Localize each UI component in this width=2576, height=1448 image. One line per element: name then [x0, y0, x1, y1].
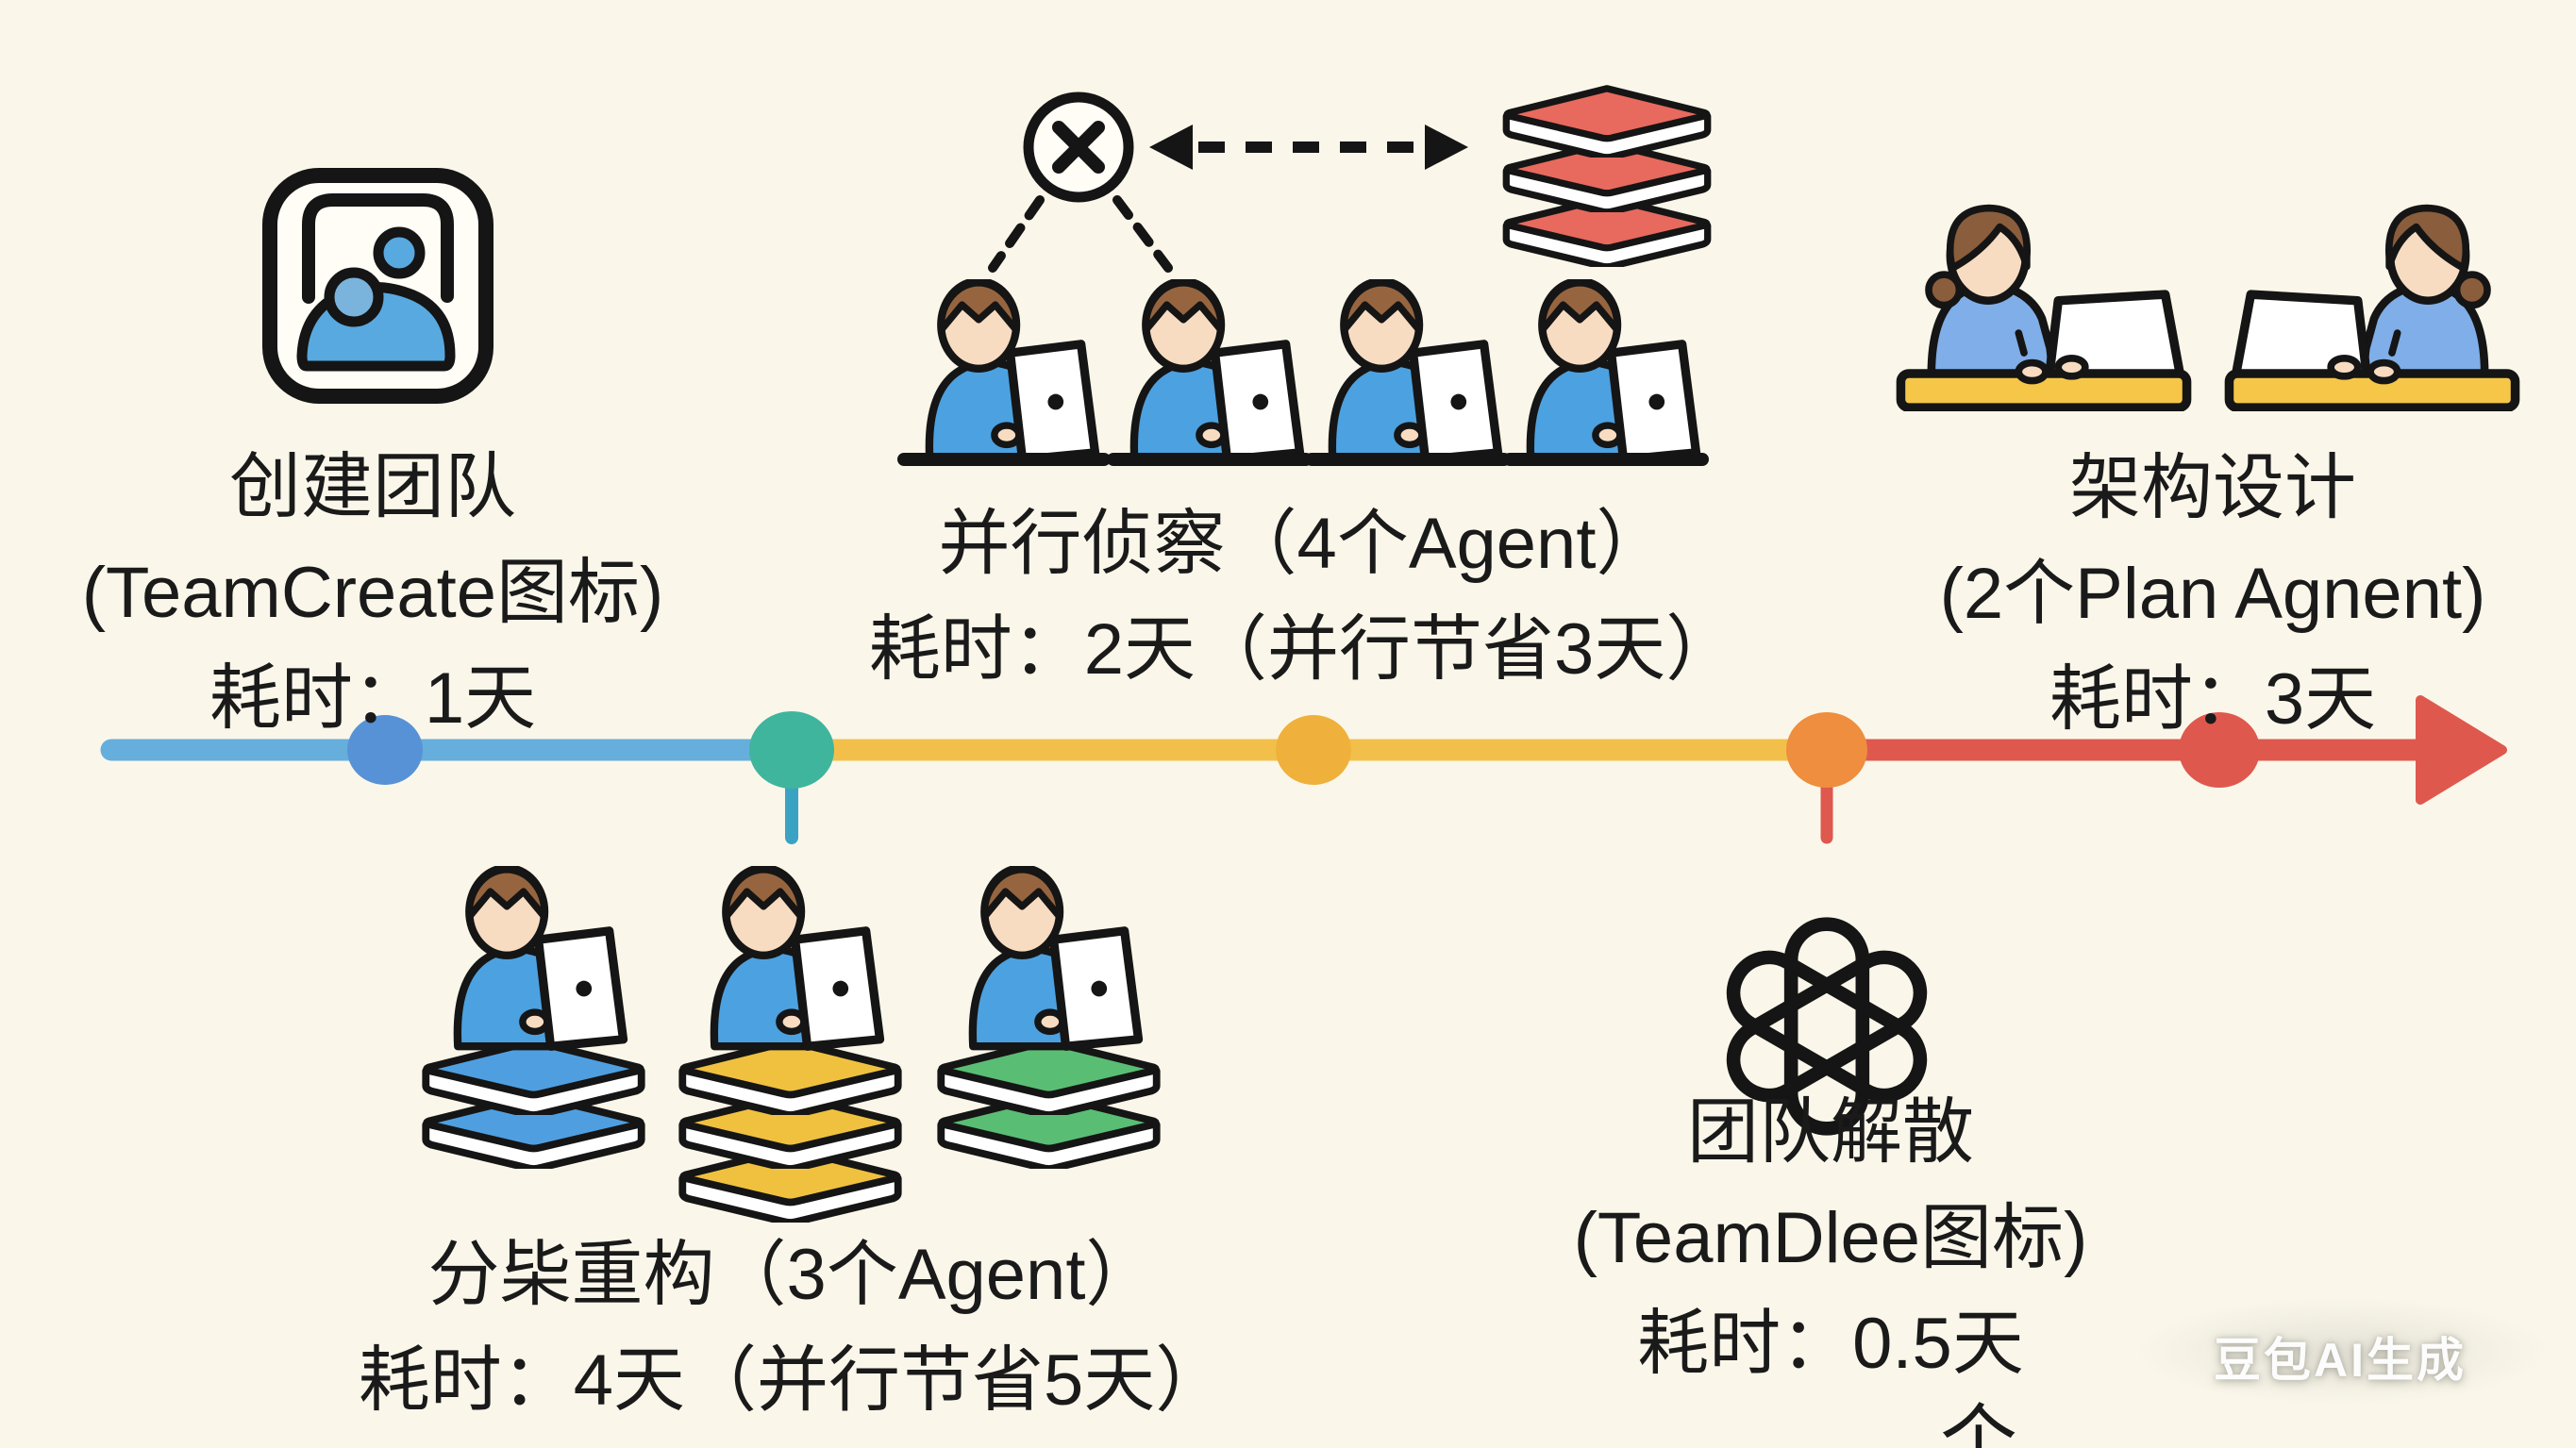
- stage-team-disband-label: 团队解散 (TeamDlee图标) 耗时：0.5天: [1574, 1080, 2088, 1397]
- timeline-dot-team-disband: [1786, 712, 1867, 788]
- x-mark: [1052, 121, 1105, 174]
- stage-duration: 耗时：3天: [2049, 659, 2377, 740]
- agent-figure: [1531, 281, 1697, 459]
- agent-figure: [714, 868, 880, 1046]
- agent-figure: [973, 868, 1139, 1046]
- four-agents-at-laptops: [897, 281, 1709, 466]
- stage-subtitle: (TeamDlee图标): [1573, 1198, 2088, 1278]
- stage-duration: 耗时：0.5天: [1637, 1304, 2024, 1384]
- plan-agent-figure: [1900, 208, 2186, 408]
- agent-figure: [458, 868, 624, 1046]
- three-agents-on-colored-stacks: [426, 868, 1156, 1223]
- branch-stack-yellow: [682, 1041, 897, 1223]
- stage-title: 架构设计: [2068, 448, 2356, 528]
- stage-title: 团队解散: [1686, 1092, 1974, 1173]
- branch-stack-blue: [426, 1041, 641, 1169]
- dashed-delegation-lines: [988, 195, 1173, 273]
- timeline-dot-architecture: [2179, 712, 2260, 788]
- stage-branch-refactor-label: 分枈重构（3个Agent） 耗时：4天（并行节省5天）: [359, 1223, 1228, 1434]
- timeline-arrowhead: [2416, 695, 2507, 805]
- stage-parallel-recon-label: 并行侦察（4个Agent） 耗时：2天（并行节省3天）: [869, 491, 1738, 703]
- stage-subtitle: (TeamCreate图标): [81, 553, 664, 633]
- stage-title: 并行侦察（4个Agent）: [938, 504, 1668, 584]
- stray-partial-glyph: 个: [1939, 1398, 2018, 1448]
- stage-duration: 耗时：4天（并行节省5天）: [358, 1340, 1228, 1421]
- stage-duration: 耗时：2天（并行节省3天）: [868, 609, 1738, 690]
- agent-figure: [929, 281, 1096, 459]
- arrowhead-right: [1425, 125, 1468, 170]
- timeline: [100, 695, 2507, 844]
- stage-create-team-label: 创建团队 (TeamCreate图标) 耗时：1天: [82, 435, 664, 752]
- stage-title: 创建团队: [228, 447, 516, 527]
- crossed-circle-icon: [1023, 92, 1134, 203]
- timeline-dot-parallel-recon: [1276, 715, 1351, 785]
- watermark-backdrop: [2134, 1297, 2550, 1406]
- stage-duration: 耗时：1天: [209, 658, 537, 739]
- team-create-photo-icon: [270, 175, 486, 396]
- agent-figure: [1332, 281, 1498, 459]
- agent-figure: [1134, 281, 1300, 459]
- plan-agent-figure-mirrored: [2229, 208, 2515, 408]
- branch-stack-green: [941, 1041, 1156, 1169]
- stage-architecture-label: 架构设计 (2个Plan Agnent) 耗时：3天: [1940, 436, 2486, 753]
- stage-subtitle: (2个Plan Agnent): [1939, 554, 2486, 634]
- database-stack-icon: [1506, 89, 1707, 267]
- timeline-dot-create-team: [347, 715, 423, 785]
- timeline-dot-branch-refactor: [749, 711, 834, 789]
- arrowhead-left: [1149, 125, 1193, 170]
- stage-title: 分枈重构（3个Agent）: [427, 1235, 1158, 1315]
- dashed-sync-arrow: [1149, 125, 1468, 170]
- ai-generated-watermark: 豆包AI生成: [2214, 1334, 2467, 1387]
- two-plan-agents-at-desks: [1900, 208, 2515, 408]
